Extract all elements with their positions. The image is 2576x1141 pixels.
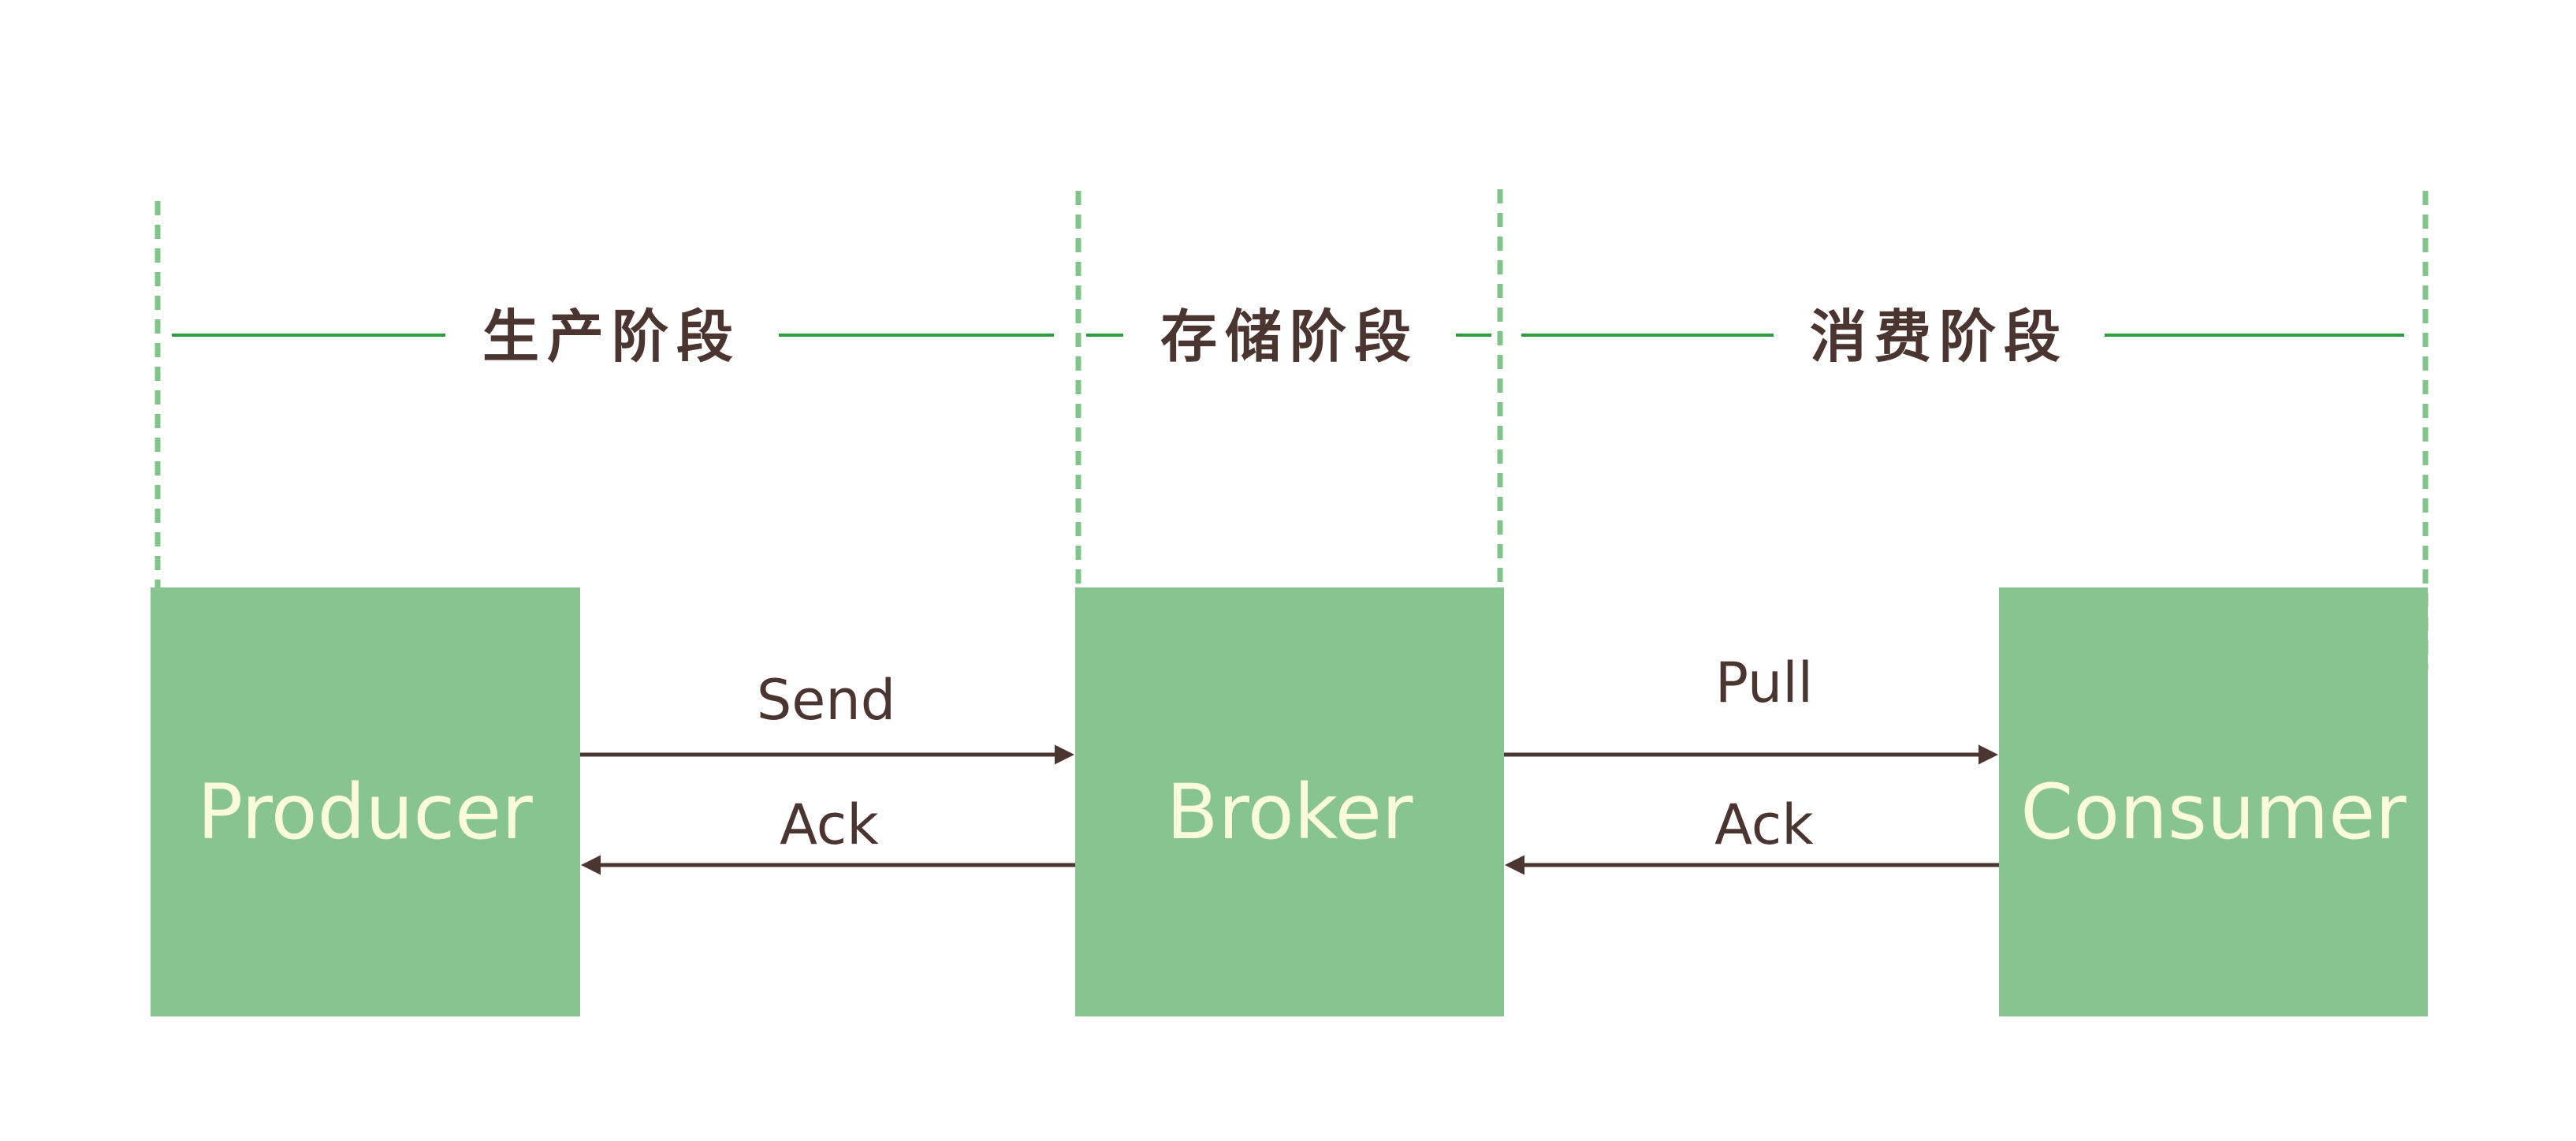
stage-label-storage: 存储阶段 — [1160, 304, 1419, 370]
node-consumer-box — [1999, 587, 2428, 1016]
edge-send-label: Send — [757, 668, 895, 733]
node-broker-box — [1075, 587, 1504, 1016]
stage-dividers — [154, 189, 2429, 670]
stage-label-production: 生产阶段 — [482, 304, 741, 370]
edge-pull: Pull — [1504, 651, 1998, 765]
edge-ack-producer: Ack — [581, 792, 1075, 875]
edge-ack-broker-label: Ack — [1714, 792, 1814, 857]
edge-send: Send — [580, 668, 1074, 765]
node-producer-box — [151, 587, 580, 1016]
node-consumer-label: Consumer — [2020, 768, 2407, 856]
node-consumer: Consumer — [1999, 587, 2428, 1016]
node-producer-label: Producer — [197, 768, 533, 856]
edge-ack-broker: Ack — [1505, 792, 1999, 875]
node-broker: Broker — [1075, 587, 1504, 1016]
node-broker-label: Broker — [1167, 768, 1413, 856]
edge-ack-producer-label: Ack — [780, 792, 879, 857]
edge-pull-label: Pull — [1715, 651, 1813, 715]
stage-label-consumption: 消费阶段 — [1810, 304, 2068, 370]
node-producer: Producer — [151, 587, 580, 1016]
